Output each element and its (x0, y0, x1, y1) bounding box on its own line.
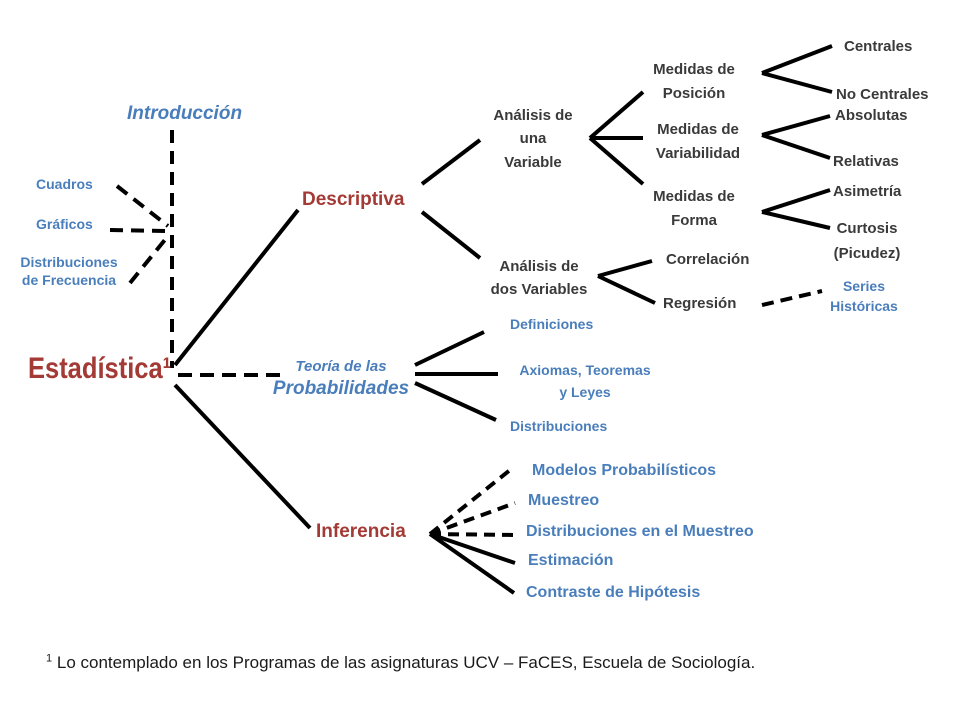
root-title: Estadística¹ (28, 352, 172, 385)
series-line2: Históricas (830, 298, 898, 315)
footnote-text: Lo contemplado en los Programas de las a… (56, 653, 756, 672)
no-centrales-label: No Centrales (836, 86, 929, 103)
connector-cuadros (115, 184, 170, 228)
forma-line1: Medidas de (653, 188, 735, 205)
variabilidad-line2: Variabilidad (655, 145, 741, 162)
axiomas-line1: Axiomas, Teoremas (519, 362, 651, 378)
introduccion-title: Introducción (127, 103, 243, 124)
una-variable-line3: Variable (504, 153, 562, 171)
contraste-label: Contraste de Hipótesis (526, 584, 701, 601)
connector-dos-variables (420, 210, 482, 260)
una-variable-label: Análisis de una Variable (478, 104, 588, 174)
correlacion-label: Correlación (666, 251, 750, 268)
graficos-label: Gráficos (36, 216, 93, 232)
probabilidades-title: Teoría de las Probabilidades (258, 358, 424, 401)
centrales-label: Centrales (844, 38, 913, 55)
curtosis-line1: Curtosis (836, 220, 898, 237)
estimacion-label: Estimación (528, 552, 614, 569)
variabilidad-line1: Medidas de (657, 121, 739, 138)
una-variable-line1: Análisis de (493, 107, 573, 124)
relativas-label: Relativas (833, 153, 899, 170)
connector-series (761, 289, 823, 307)
modelos-label: Modelos Probabilísticos (532, 462, 717, 479)
series-line1: Series (842, 278, 886, 294)
connector-descriptiva (173, 208, 300, 367)
footnote-mark: 1 (46, 652, 53, 665)
inferencia-title: Inferencia (316, 521, 406, 542)
connector-distribuciones (128, 234, 170, 285)
dos-variables-label: Análisis de dos Variables (474, 256, 604, 301)
dos-variables-line2: dos Variables (490, 280, 588, 298)
axiomas-line2: y Leyes (559, 383, 611, 400)
asimetria-label: Asimetría (833, 183, 902, 200)
distribuciones-prob-label: Distribuciones (510, 418, 608, 434)
posicion-line1: Medidas de (653, 61, 735, 78)
forma-line2: Forma (671, 212, 717, 229)
distribuciones-frecuencia-label: Distribuciones de Frecuencia (10, 254, 128, 289)
forma-label: Medidas de Forma (634, 185, 754, 233)
definiciones-label: Definiciones (510, 316, 594, 332)
curtosis-label: Curtosis (Picudez) (815, 217, 919, 267)
variabilidad-label: Medidas de Variabilidad (638, 118, 758, 166)
absolutas-label: Absolutas (835, 107, 908, 124)
cuadros-label: Cuadros (36, 176, 93, 192)
regresion-label: Regresión (663, 295, 737, 312)
posicion-label: Medidas de Posición (634, 58, 754, 106)
probabilidades-line1: Teoría de las (295, 358, 387, 375)
footnote: 1 Lo contemplado en los Programas de las… (46, 652, 755, 673)
connector-una-variable (420, 138, 482, 186)
distribuciones-muestreo-label: Distribuciones en el Muestreo (526, 523, 754, 540)
posicion-line2: Posición (662, 85, 726, 102)
series-historicas-label: Series Históricas (816, 276, 912, 317)
connector-inferencia (173, 383, 312, 530)
probabilidades-line2: Probabilidades (272, 377, 410, 399)
curtosis-line2: (Picudez) (833, 244, 901, 262)
connector-graficos (109, 228, 169, 233)
distribuciones-line2: de Frecuencia (21, 271, 117, 288)
distribuciones-line1: Distribuciones (20, 254, 118, 270)
una-variable-line2: una (519, 130, 547, 148)
muestreo-label: Muestreo (528, 492, 600, 509)
descriptiva-title: Descriptiva (302, 189, 405, 210)
axiomas-label: Axiomas, Teoremas y Leyes (504, 360, 666, 403)
dos-variables-line1: Análisis de (499, 258, 579, 275)
